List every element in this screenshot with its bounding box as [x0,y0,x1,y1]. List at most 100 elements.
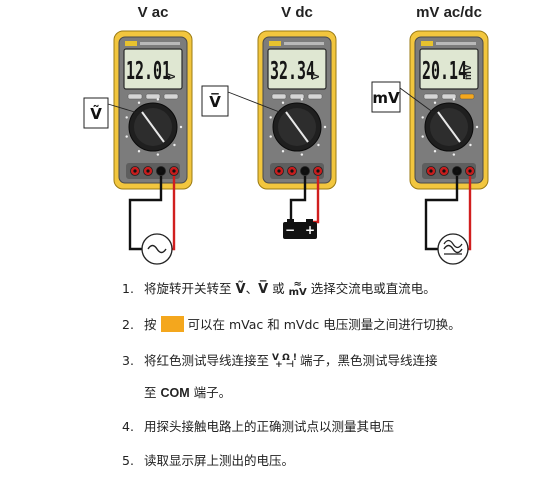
dial-mark [452,98,456,101]
jack-hole [146,169,150,173]
dial-mark [269,135,272,138]
vac-symbol: Ṽ [235,282,246,297]
dial-mark [179,125,183,129]
mode-callout [83,97,109,129]
battery-plus-sign: + [305,223,315,237]
lcd-unit: V [311,73,322,80]
dial-mark [156,98,160,101]
dial-mark [421,135,424,138]
lcd-unit: mV [463,64,474,80]
jack-hole [133,169,137,173]
jack-panel [270,163,324,179]
keypad-button [271,93,287,100]
jack-panel [126,163,180,179]
brand-logo [125,41,137,46]
battery-icon [283,222,317,239]
brand-logo [421,41,433,46]
meter-title: mV ac/dc [416,4,482,21]
mode-symbol: mV [372,89,400,107]
step-3-line-2: 至 COM 端子。 [144,385,232,400]
mode-symbol: V̅ [209,91,221,111]
jack-hole [172,169,176,173]
sine-wave-icon [443,239,463,249]
mode-callout [201,85,229,117]
mv-symbol: ≈mV [288,279,307,298]
dial-mark [281,101,285,104]
battery-terminal [306,219,313,222]
keypad-button [423,93,439,100]
keypad-button [163,93,179,100]
brand-logo [269,41,281,46]
jack-hole [159,169,163,173]
lcd-unit: V [167,73,178,80]
callout-leader [107,103,139,114]
battery-terminal [287,219,294,222]
dial-mark [433,150,437,153]
yellow-key-icon [160,316,184,332]
keypad-button [307,93,323,100]
callout-leader [227,91,283,114]
lcd-screen [419,48,479,90]
dial-mark [173,143,176,147]
keypad-button [127,93,143,100]
dial-mark [433,101,437,104]
lcd-screen [267,48,327,90]
keypad-button [441,93,457,100]
lcd-reading: 32.34 [270,56,315,85]
keypad-button [289,93,305,100]
dial-pointer [141,111,165,143]
step-1: 1.将旋转开关转至 Ṽ、V̅ 或 ≈mV 选择交流电或直流电。 [122,279,436,298]
jack-hole [316,169,320,173]
jack-hole [429,169,433,173]
lcd-reading: 20.14 [422,56,467,85]
v-ohm-terminal-icon: V Ω !+ ⊣ [272,353,298,370]
multimeter-vdc: V dc 32.34V V̅ −+ [201,4,337,239]
lcd-reading: 12.01 [126,56,171,85]
jack-hole [442,169,446,173]
dial-mark [125,135,128,138]
callout-leader [399,87,435,114]
black-test-lead [128,176,163,251]
sine-wave-icon [147,244,167,254]
dial-mark [300,153,304,156]
jack-panel [422,163,476,179]
jack-hole [455,169,459,173]
dial-mark [300,98,304,101]
dial-mark [125,116,128,119]
keypad-button [459,93,475,100]
dial-mark [156,153,160,156]
dial-mark [137,101,141,104]
dial-pointer [437,111,461,143]
step-5: 5.读取显示屏上测出的电压。 [122,453,295,468]
dial-mark [137,150,141,153]
dial-mark [469,143,472,147]
dial-mark [421,116,424,119]
mode-callout [371,81,401,113]
dial-mark [281,150,285,153]
jack-hole [277,169,281,173]
dial-mark [475,125,479,129]
dial-mark [317,143,320,147]
meter-title: V ac [138,4,169,21]
step-4: 4.用探头接触电路上的正确测试点以测量其电压 [122,419,395,434]
meter-title: V dc [281,4,313,21]
red-test-lead [172,176,176,251]
black-test-lead [289,176,307,222]
dial-mark [269,116,272,119]
step-2: 2.按可以在 mVac 和 mVdc 电压测量之间进行切换。 [122,316,461,332]
red-test-lead [468,176,472,251]
black-test-lead [424,176,459,251]
model-label [436,42,476,45]
multimeter-vac: V ac 12.01V Ṽ [83,4,193,265]
lcd-screen [123,48,183,90]
dial-pointer [285,111,309,143]
model-label [284,42,324,45]
jack-hole [468,169,472,173]
vdc-symbol: V̅ [258,282,269,297]
battery-minus-sign: − [285,223,295,237]
mode-symbol: Ṽ [90,104,102,123]
jack-hole [290,169,294,173]
